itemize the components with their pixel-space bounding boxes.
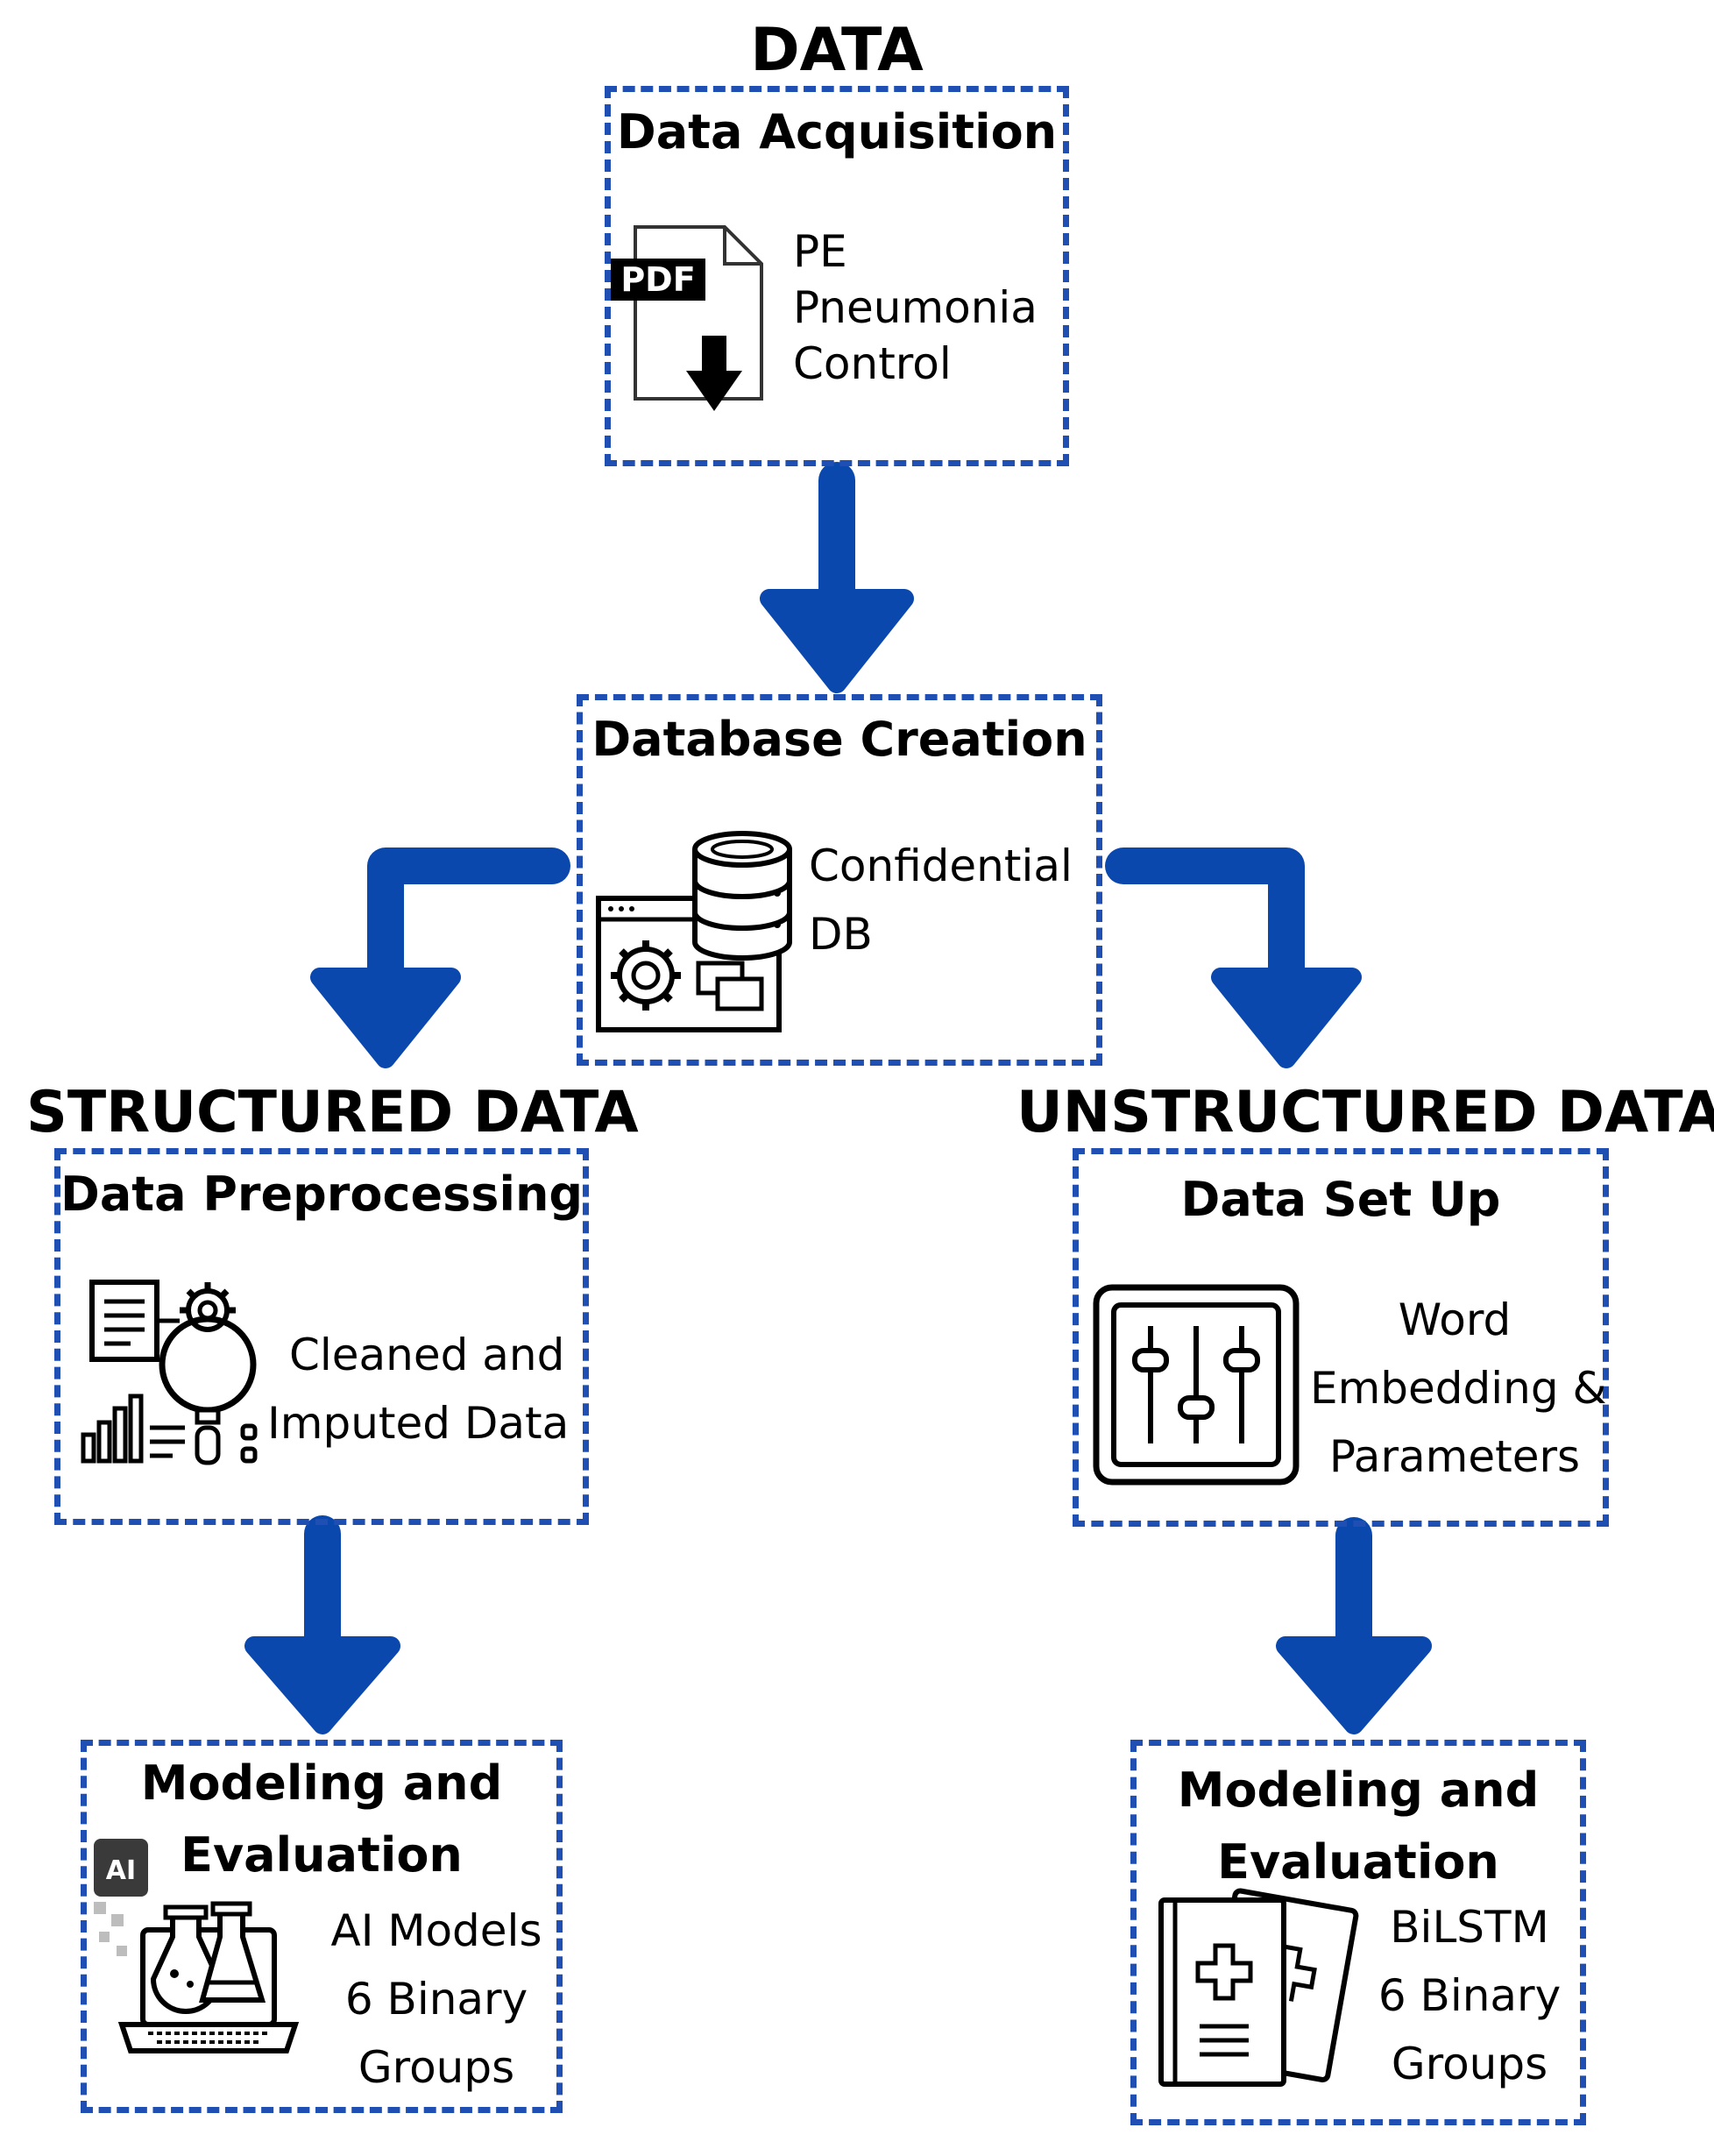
data-acquisition-box: Data Acquisition PDF PE Pneumonia Contro… (605, 86, 1069, 466)
database-creation-title: Database Creation (591, 712, 1087, 767)
ai-lab-laptop-icon: AI (94, 1839, 300, 2053)
database-description: Confidential DB (809, 832, 1073, 968)
setup-line-parameters: Parameters (1328, 1431, 1581, 1482)
data-preprocessing-title: Data Preprocessing (60, 1167, 584, 1222)
data-analysis-icon (81, 1280, 258, 1465)
arrow-setup-to-modeling (1276, 1517, 1432, 1734)
modeling-unstructured-line-bilstm: BiLSTM (1390, 1902, 1549, 1953)
acquisition-item-control: Control (793, 338, 952, 389)
data-set-up-box: Data Set Up Word Embedding & Parameters (1073, 1148, 1609, 1527)
setup-line-embedding: Embedding & (1310, 1363, 1607, 1414)
preprocessing-line-imputed: Imputed Data (267, 1398, 570, 1449)
modeling-structured-title-line-2: Evaluation (181, 1827, 463, 1883)
database-line-confidential: Confidential (809, 840, 1073, 891)
modeling-structured-line-ai-models: AI Models (330, 1905, 542, 1956)
medical-records-icon (1158, 1888, 1359, 2087)
sliders-icon (1093, 1284, 1300, 1486)
modeling-unstructured-title-line-2: Evaluation (1217, 1834, 1499, 1890)
modeling-unstructured-line-groups: Groups (1391, 2039, 1548, 2089)
database-creation-box: Database Creation Confidential DB (577, 694, 1102, 1066)
arrow-database-to-unstructured (1105, 848, 1362, 1068)
database-settings-icon (596, 831, 792, 1032)
arrow-acquisition-to-database (760, 462, 914, 693)
modeling-structured-title: Modeling and Evaluation (87, 1748, 556, 1891)
preprocessing-line-cleaned: Cleaned and (288, 1330, 565, 1380)
data-preprocessing-box: Data Preprocessing Cleaned and Imput (54, 1148, 589, 1525)
data-set-up-title: Data Set Up (1180, 1172, 1501, 1227)
preprocessing-description: Cleaned and Imputed Data (267, 1321, 569, 1457)
ai-chip-label: AI (106, 1855, 136, 1886)
modeling-structured-line-binary: 6 Binary (344, 1974, 528, 2025)
modeling-unstructured-box: Modeling and Evaluation BiLSTM 6 Binary … (1130, 1740, 1586, 2125)
modeling-unstructured-title-line-1: Modeling and (1177, 1762, 1540, 1818)
arrow-database-to-structured (310, 848, 570, 1068)
modeling-structured-title-line-1: Modeling and (140, 1755, 503, 1811)
database-line-db: DB (809, 909, 873, 960)
acquisition-item-pe: PE (793, 226, 847, 277)
pdf-download-icon: PDF (611, 225, 763, 411)
arrow-preprocessing-to-modeling (244, 1515, 400, 1734)
data-acquisition-title: Data Acquisition (616, 104, 1058, 160)
diagram-title: DATA (750, 16, 924, 85)
setup-line-word: Word (1398, 1294, 1512, 1345)
modeling-unstructured-title: Modeling and Evaluation (1137, 1755, 1580, 1898)
modeling-unstructured-description: BiLSTM 6 Binary Groups (1356, 1893, 1583, 2098)
structured-data-heading: STRUCTURED DATA (26, 1080, 639, 1145)
acquisition-item-pneumonia: Pneumonia (793, 282, 1038, 333)
modeling-structured-box: Modeling and Evaluation AI AI Models 6 B… (81, 1740, 563, 2113)
setup-description: Word Embedding & Parameters (1310, 1286, 1607, 1491)
modeling-unstructured-line-binary: 6 Binary (1378, 1970, 1562, 2021)
unstructured-data-heading: UNSTRUCTURED DATA (1016, 1080, 1714, 1145)
modeling-structured-line-groups: Groups (358, 2042, 515, 2093)
modeling-structured-description: AI Models 6 Binary Groups (309, 1897, 563, 2102)
data-acquisition-items: PE Pneumonia Control (793, 223, 1038, 392)
pdf-icon-label: PDF (620, 260, 695, 299)
